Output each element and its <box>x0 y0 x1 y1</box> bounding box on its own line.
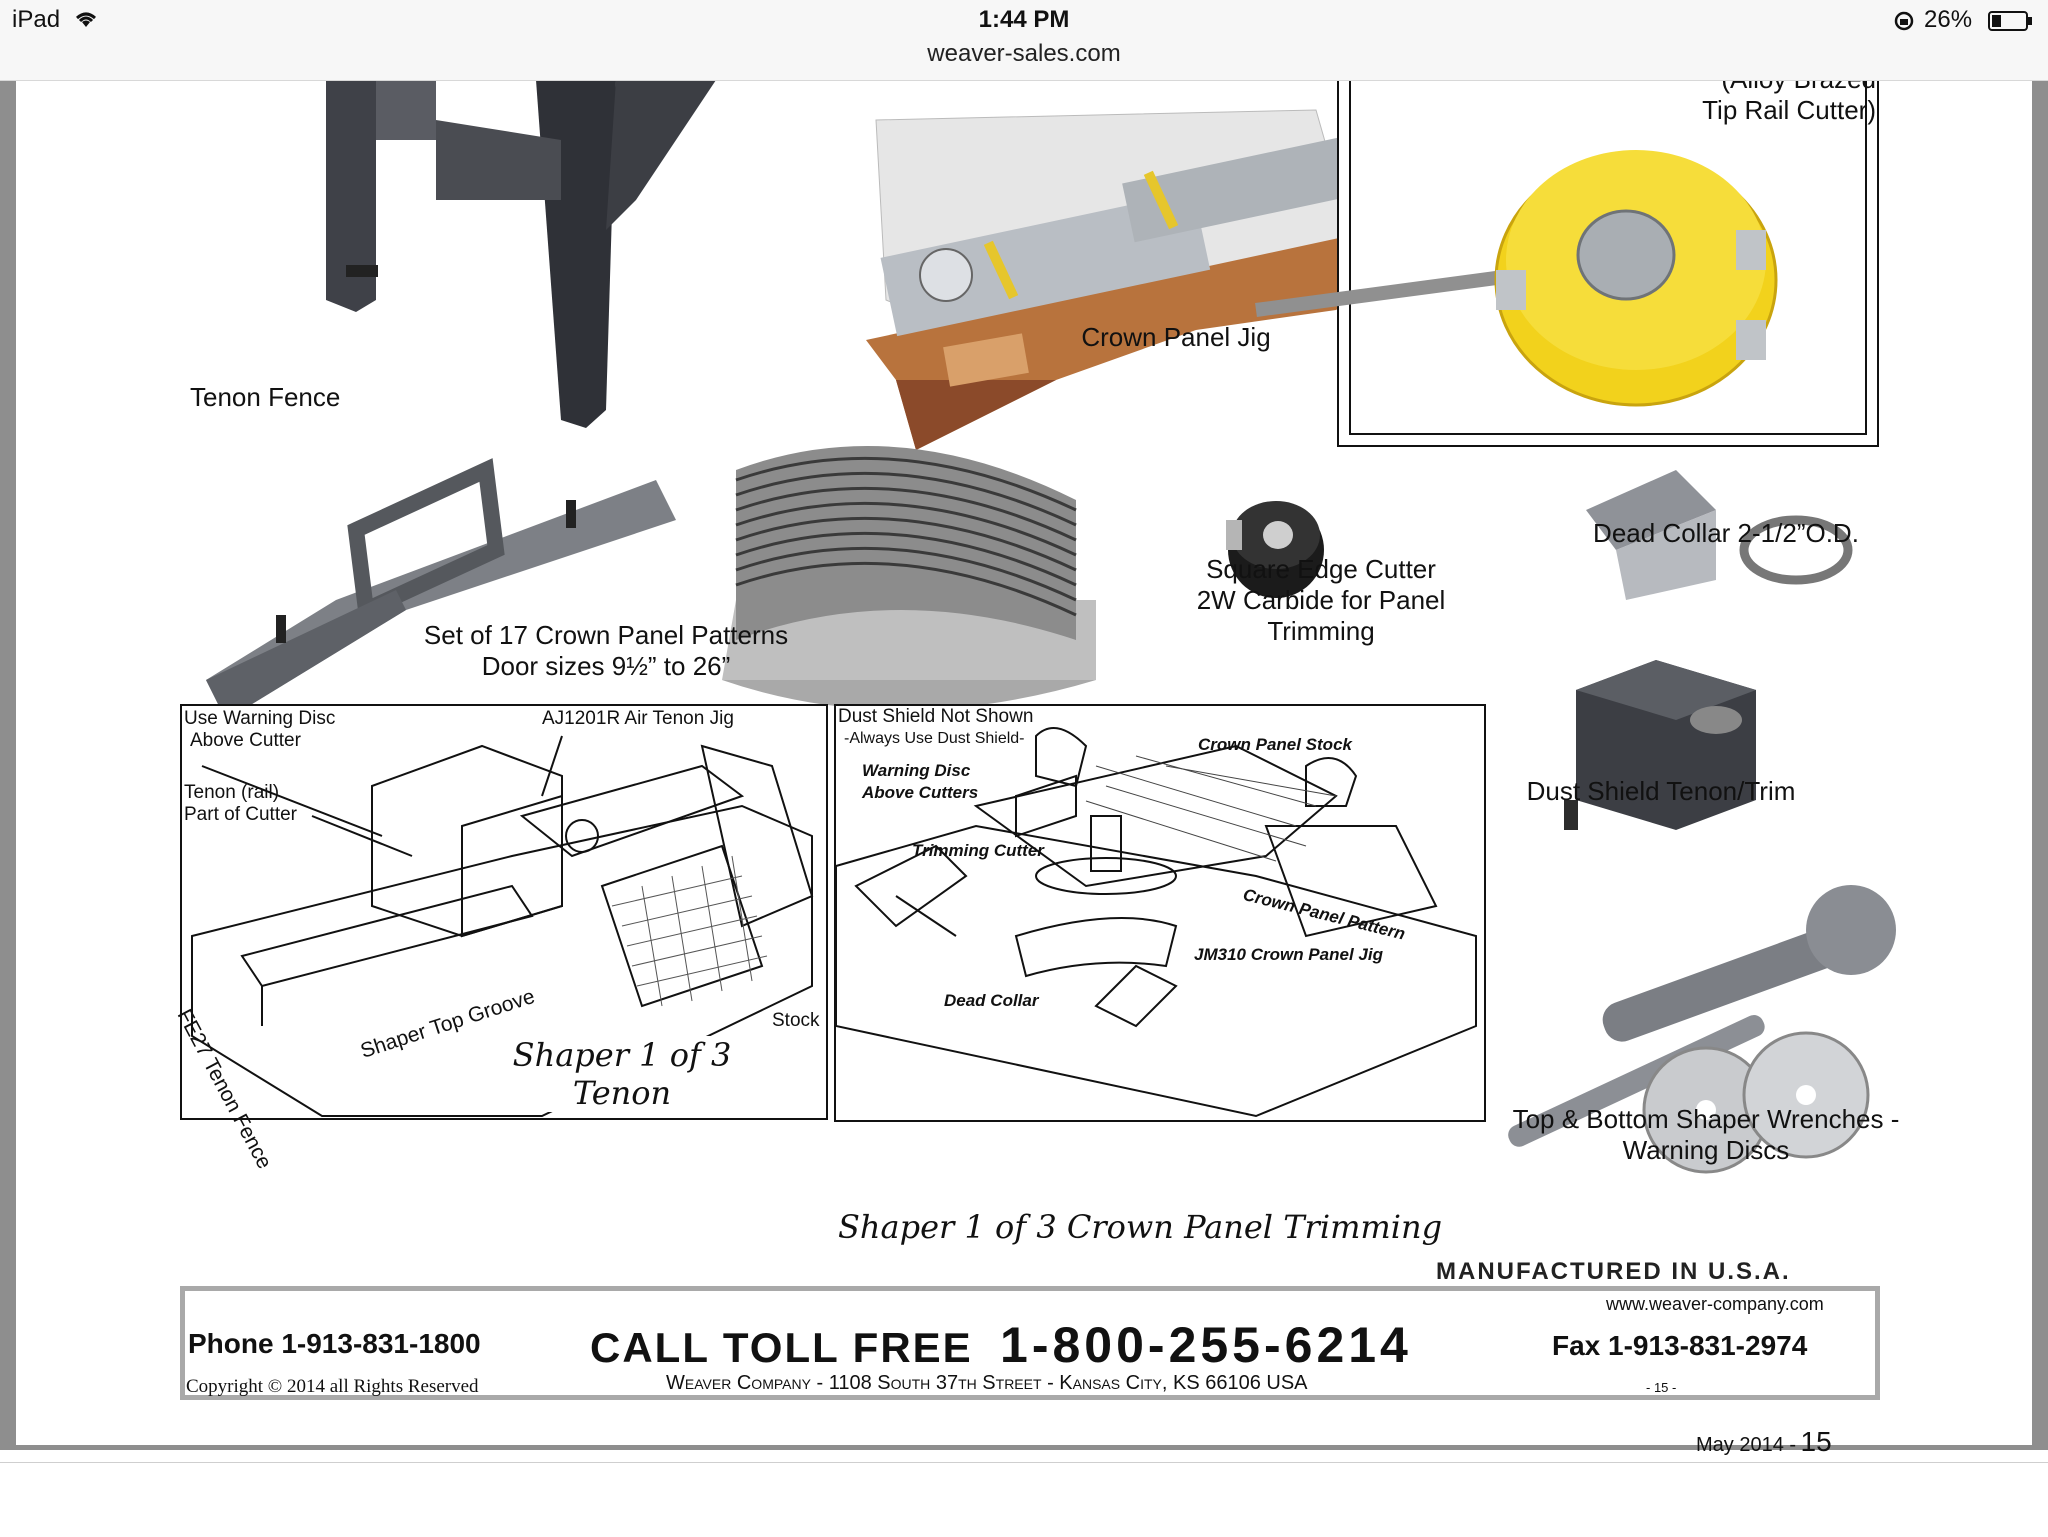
crown-patterns-line2: Door sizes 9½” to 26” <box>481 651 731 681</box>
footer-contact-box <box>180 1286 1880 1400</box>
device-name: iPad <box>12 6 99 34</box>
tenon-fence-image <box>206 458 676 720</box>
air-tenon-jig-label: AJ1201R Air Tenon Jig <box>542 708 734 729</box>
copyright: Copyright © 2014 all Rights Reserved <box>186 1376 479 1397</box>
square-edge-cutter-image <box>1226 501 1324 598</box>
wifi-icon <box>75 12 96 27</box>
rail-cutter-label-bottom: Tip Rail Cutter) <box>1702 95 1876 125</box>
address-bar-url[interactable]: weaver-sales.com <box>927 40 1121 67</box>
tenon-caption-line2: Tenon <box>572 1074 672 1112</box>
tenon-diagram: Use Warning Disc Above Cutter AJ1201R Ai… <box>173 704 828 1173</box>
warning-disc-label: Warning Disc Above Cutters <box>862 760 978 804</box>
dust-note-line2: -Always Use Dust Shield- <box>844 730 1025 747</box>
crown-diagram: Dust Shield Not Shown -Always Use Dust S… <box>834 704 1486 1122</box>
manufactured-usa: MANUFACTURED IN U.S.A. <box>1436 1258 1791 1285</box>
shaper-stand-image <box>326 80 716 428</box>
square-edge-line3: Trimming <box>1267 616 1375 646</box>
wrenches-line2: Warning Discs <box>1622 1135 1790 1165</box>
rail-cutter-label: (Alloy Brazed Tip Rail Cutter) <box>1676 64 1876 126</box>
dead-collar-image <box>1586 470 1853 600</box>
wrenches-discs-image <box>1508 885 1896 1174</box>
dead-collar-label: Dead Collar 2-1/2”O.D. <box>1593 518 1859 548</box>
panel-jig-label: JM310 Crown Panel Jig <box>1194 945 1383 964</box>
tenon-rail-line1: Tenon (rail) <box>184 782 280 803</box>
orientation-lock-icon <box>1894 11 1914 31</box>
warning-disc-line2: Above Cutters <box>862 783 979 802</box>
wrenches-line1: Top & Bottom Shaper Wrenches - <box>1512 1104 1900 1134</box>
square-edge-line2: 2W Carbide for Panel <box>1196 585 1446 615</box>
use-warning-line2: Above Cutter <box>190 730 301 751</box>
toll-free-prefix: CALL TOLL FREE <box>590 1324 973 1371</box>
page-date: May 2014 - <box>1696 1434 1797 1456</box>
use-warning-line1: Use Warning Disc <box>184 708 336 729</box>
tenon-diagram-drawing <box>191 735 814 1117</box>
website-link[interactable]: www.weaver-company.com <box>1606 1294 1824 1314</box>
stock-label: Stock <box>772 1010 820 1031</box>
battery-icon <box>1988 11 2032 31</box>
phone-number: Phone 1-913-831-1800 <box>188 1328 481 1359</box>
use-warning-label: Use Warning Disc Above Cutter <box>184 708 335 752</box>
dust-shield-image <box>1564 660 1756 830</box>
rail-cutter-box <box>1255 69 1879 447</box>
square-edge-cutter-label: Square Edge Cutter 2W Carbide for Panel … <box>1156 554 1486 647</box>
warning-disc-line1: Warning Disc <box>862 761 971 780</box>
crown-diagram-drawing <box>835 727 1477 1118</box>
next-page-area[interactable] <box>0 1462 2048 1537</box>
page-date-number: May 2014 - 15 <box>1696 1426 1832 1458</box>
catalog-artwork <box>206 69 1896 1174</box>
status-bar: iPad 1:44 PM weaver-sales.com 26% <box>0 0 2048 81</box>
device-label: iPad <box>12 6 61 33</box>
dust-shield-label: Dust Shield Tenon/Trim <box>1526 776 1796 806</box>
crown-caption: Shaper 1 of 3 Crown Panel Trimming <box>838 1208 1443 1246</box>
crown-stock-label: Crown Panel Stock <box>1198 735 1352 754</box>
battery-percent: 26% <box>1924 6 1973 33</box>
square-edge-line1: Square Edge Cutter <box>1206 554 1436 584</box>
tenon-rail-line2: Part of Cutter <box>184 804 297 825</box>
crown-patterns-line1: Set of 17 Crown Panel Patterns <box>423 620 789 650</box>
wrenches-label: Top & Bottom Shaper Wrenches - Warning D… <box>1476 1104 1936 1166</box>
footer-page-marker: - 15 - <box>1646 1380 1677 1395</box>
toll-free: CALL TOLL FREE 1-800-255-6214 <box>590 1316 1412 1374</box>
dust-note-line1: Dust Shield Not Shown <box>838 706 1034 727</box>
trimming-cutter-label: Trimming Cutter <box>912 841 1044 860</box>
tenon-caption-line1: Shaper 1 of 3 <box>512 1036 732 1074</box>
company-address: Weaver Company - 1108 South 37th Street … <box>666 1372 1308 1394</box>
fax-number: Fax 1-913-831-2974 <box>1552 1330 1808 1361</box>
status-time: 1:44 PM <box>978 6 1070 33</box>
crown-panel-jig-image <box>866 109 1396 450</box>
dust-shield-note: Dust Shield Not Shown -Always Use Dust S… <box>838 706 1033 750</box>
tenon-caption: Shaper 1 of 3 Tenon <box>502 1036 742 1112</box>
tenon-rail-label: Tenon (rail) Part of Cutter <box>184 782 297 826</box>
toll-free-number: 1-800-255-6214 <box>1000 1317 1412 1373</box>
catalog-page[interactable]: (Alloy Brazed Tip Rail Cutter) Crown Pan… <box>16 64 2032 1457</box>
crown-panel-jig-label: Crown Panel Jig <box>1081 322 1271 352</box>
crown-patterns-label: Set of 17 Crown Panel Patterns Door size… <box>386 620 826 682</box>
tenon-fence-label: Tenon Fence <box>190 382 341 412</box>
page-number: 15 <box>1800 1426 1832 1457</box>
crown-panel-patterns-image <box>722 446 1096 710</box>
dead-collar-diagram-label: Dead Collar <box>944 991 1039 1010</box>
